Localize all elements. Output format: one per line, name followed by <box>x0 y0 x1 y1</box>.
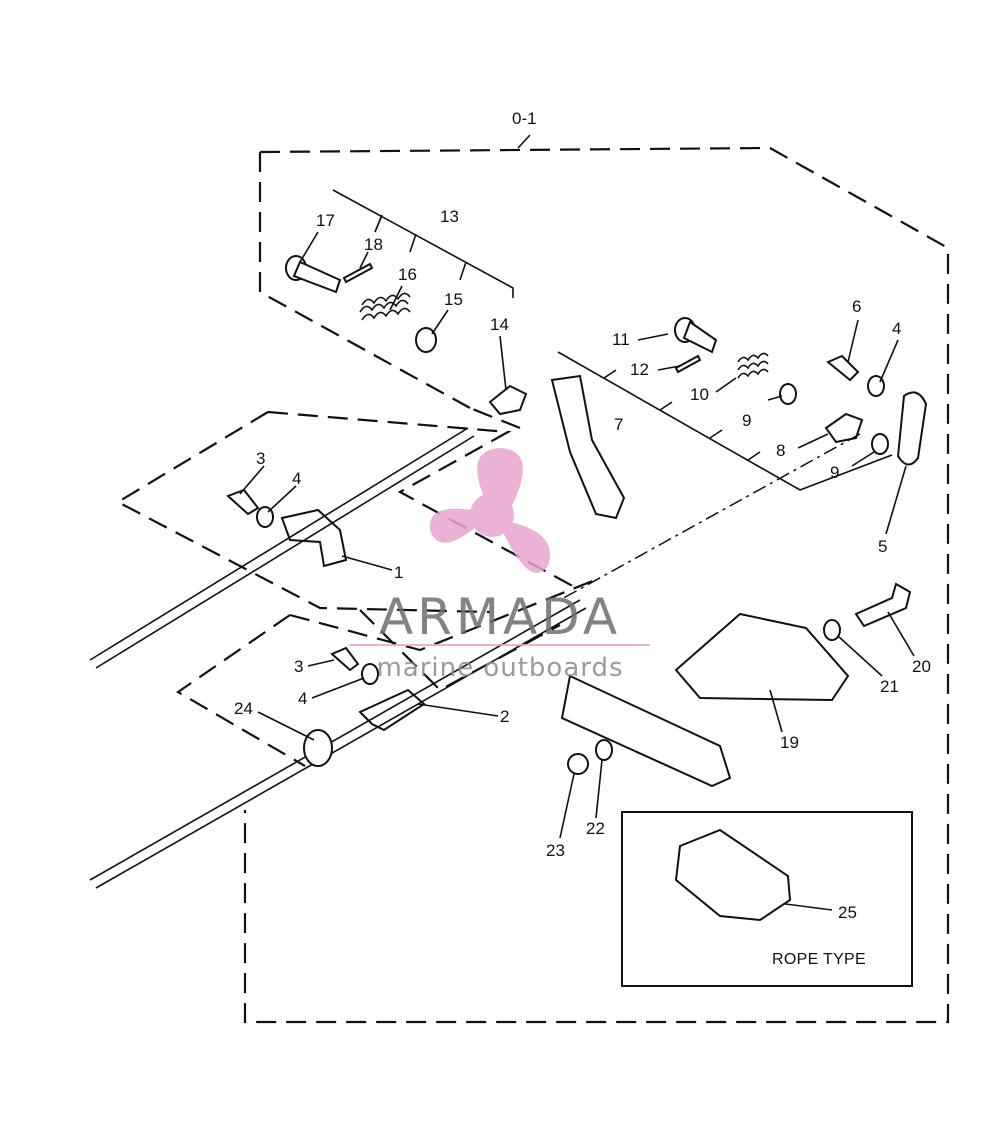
shift-lever <box>550 374 626 520</box>
callout-2: 2 <box>500 707 509 726</box>
bracket-1-group-boundary <box>115 410 581 614</box>
bracket-7-tick-12 <box>603 369 617 379</box>
callout-24: 24 <box>234 699 253 718</box>
callout-25: 25 <box>838 903 857 922</box>
callout-18: 18 <box>364 235 383 254</box>
bracket-7-tick-8 <box>747 451 761 461</box>
centre-line <box>559 433 861 601</box>
assembly-boundary <box>243 146 950 1024</box>
washer-21 <box>823 619 841 641</box>
steering-tube <box>560 674 732 788</box>
bracket-13-tick-15 <box>459 261 467 281</box>
cotter-pin <box>342 262 374 284</box>
leader-lines <box>239 231 915 911</box>
mounting-bracket-19 <box>674 612 850 702</box>
inset-caption: ROPE TYPE <box>772 951 866 968</box>
brand-name: ARMADA <box>379 588 621 646</box>
bracket-7-tick-10 <box>659 401 673 411</box>
callout-17: 17 <box>316 211 335 230</box>
throttle-cable <box>89 427 475 669</box>
callout-19: 19 <box>780 733 799 752</box>
callout-9-upper: 9 <box>742 411 751 430</box>
bracket-13 <box>332 189 514 298</box>
propeller-logo-icon <box>429 448 550 573</box>
callout-23: 23 <box>546 841 565 860</box>
bracket-13-tick-16 <box>409 233 417 253</box>
cable-end-14 <box>488 384 528 416</box>
cotter-pin-12 <box>674 354 702 374</box>
washer-9-lower <box>871 433 889 455</box>
callout-9-lower: 9 <box>830 463 839 482</box>
brand-tagline: marine outboards <box>376 653 623 683</box>
link-5 <box>896 391 928 466</box>
callout-14: 14 <box>490 315 509 334</box>
bracket-2-group-boundary <box>175 576 601 767</box>
bracket-7-tick-9 <box>709 429 723 439</box>
callout-3-lower: 3 <box>294 657 303 676</box>
spring-10 <box>737 352 769 379</box>
watermark: ARMADA marine outboards <box>350 448 650 683</box>
cable-grommet-24 <box>303 729 333 767</box>
callout-10: 10 <box>690 385 709 404</box>
rope-type-bracket <box>674 828 792 922</box>
cable-end-8 <box>824 412 864 444</box>
callout-20: 20 <box>912 657 931 676</box>
callout-13: 13 <box>440 207 459 226</box>
screw-3-lower <box>330 646 360 672</box>
lock-washer-4-lower <box>361 663 379 685</box>
callout-5: 5 <box>878 537 887 556</box>
inset-box <box>621 811 913 987</box>
assembly-label: 0-1 <box>512 109 537 128</box>
callout-22: 22 <box>586 819 605 838</box>
callout-1: 1 <box>394 563 403 582</box>
callout-12: 12 <box>630 360 649 379</box>
nut-23 <box>567 753 589 775</box>
shift-cable <box>89 599 587 889</box>
callout-4-upper: 4 <box>292 469 301 488</box>
washer-15 <box>415 327 437 353</box>
screw-6 <box>826 354 860 382</box>
callout-21: 21 <box>880 677 899 696</box>
callout-15: 15 <box>444 290 463 309</box>
callout-8: 8 <box>776 441 785 460</box>
spring <box>359 292 411 321</box>
callout-16: 16 <box>398 265 417 284</box>
pivot-pin-11 <box>674 317 718 354</box>
callout-3-upper: 3 <box>256 449 265 468</box>
callout-4-lower: 4 <box>298 689 307 708</box>
callout-7: 7 <box>614 415 623 434</box>
callout-11: 11 <box>612 330 630 349</box>
assembly-boundary-top-leader <box>517 134 531 149</box>
washer-9-upper <box>779 383 797 405</box>
screw-3-upper <box>226 488 260 516</box>
bracket-7 <box>557 351 893 491</box>
bracket-13-tick-18 <box>374 214 383 233</box>
cable-bracket-2 <box>358 688 426 732</box>
callout-6: 6 <box>852 297 861 316</box>
pivot-pin <box>285 255 342 294</box>
shift-cable-group-boundary <box>359 609 561 692</box>
cable-bracket-1 <box>280 508 348 568</box>
callout-4-right: 4 <box>892 319 901 338</box>
bolt-20 <box>854 582 912 628</box>
washer-22 <box>595 739 613 761</box>
